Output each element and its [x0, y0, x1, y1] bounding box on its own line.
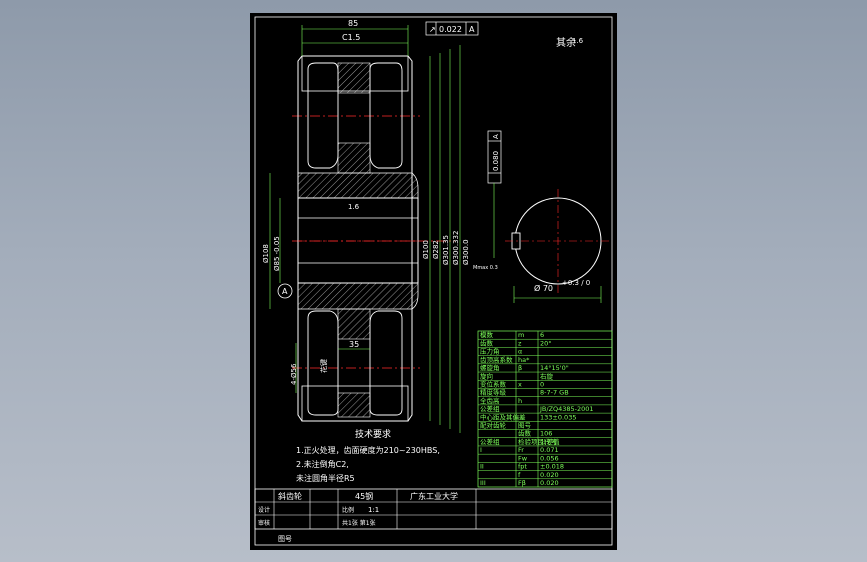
- dim-dia-a: Ø108: [262, 244, 270, 263]
- gear-table-cell: JB/ZQ4385-2001: [539, 405, 594, 413]
- sheet-count: 共1张 第1张: [342, 519, 376, 527]
- gear-table-cell: 齿顶高系数: [480, 355, 513, 364]
- tech-req-line-3: 未注圆角半径R5: [296, 473, 355, 483]
- gear-table-cell: 图号: [518, 422, 532, 430]
- dim-hole: 4-Ø56: [290, 363, 298, 385]
- runout-tolerance-frame: ↗ 0.022 A: [425, 21, 479, 36]
- runout-datum: A: [469, 25, 475, 34]
- gear-table-cell: 106: [540, 430, 552, 438]
- gear-table-cell: 精度等级: [480, 388, 507, 397]
- datum-a-marker: A: [277, 283, 293, 299]
- gear-section-view: [292, 55, 455, 422]
- dimension-texts: 85 C1.5 35 Ø108 Ø85 -0.05 Ø100 Ø282 Ø301…: [262, 19, 470, 385]
- gear-table-cell: 齿数: [480, 338, 494, 347]
- keyway-width: Ø 70: [534, 283, 553, 293]
- gear-table-cell: 133±0.035: [540, 413, 576, 421]
- tech-req-title: 技术要求: [355, 428, 391, 440]
- gear-table-cell: 0.056: [540, 454, 559, 462]
- dim-dia-e: Ø300.0: [462, 239, 470, 265]
- keyway-side-view: Ø 70 +0.3 / 0 0.080 A Mmax 0.3: [473, 130, 612, 303]
- dim-chamfer: C1.5: [342, 33, 360, 42]
- material: 45钢: [355, 491, 373, 501]
- gear-table-cell: 8-7-7 GB: [540, 389, 569, 397]
- outer-border: [254, 16, 613, 546]
- keyway-tol-value: 0.080: [492, 151, 500, 171]
- gear-table-cell: 中心距及其偏差: [480, 412, 526, 421]
- gear-table-cell: 0.020: [540, 471, 559, 479]
- gear-parameter-table: 模数 m 6 齿数 z 20° 压力角 α 齿顶高系数 ha* 螺旋角 β 14°15'0" 旋向 右旋变位…: [477, 330, 613, 488]
- keyway-width-tol: +0.3 / 0: [562, 279, 590, 287]
- school-name: 广东工业大学: [410, 491, 458, 501]
- dim-bore: Ø100: [422, 240, 430, 259]
- gear-table-cell: fpt: [518, 463, 527, 471]
- dim-dia-d: Ø300.332: [452, 231, 460, 265]
- scale-label: 比例: [342, 506, 354, 514]
- gear-table-cell: 全齿高: [480, 396, 500, 405]
- gear-table-cell: 0.020: [540, 479, 559, 487]
- dimension-lines: [269, 25, 461, 433]
- gear-table-cell: 6: [540, 331, 544, 339]
- gear-table-cell: ha*: [518, 356, 530, 364]
- gear-table-cell: 检验项目代号: [518, 437, 558, 446]
- keyseat-note: Mmax 0.3: [473, 265, 498, 271]
- gear-table-cell: z: [518, 339, 522, 347]
- technical-requirements: 技术要求 1.正火处理，齿面硬度为210~230HBS, 2.未注倒角C2, 未…: [296, 428, 440, 483]
- gear-table-cell: 配对齿轮: [480, 421, 507, 430]
- gear-table-cell: 0.071: [540, 446, 559, 454]
- gear-table-cell: ±0.018: [540, 463, 564, 471]
- tech-req-line-1: 1.正火处理，齿面硬度为210~230HBS,: [296, 445, 440, 455]
- roughness-other-label: 其余: [556, 36, 576, 49]
- part-name: 斜齿轮: [278, 491, 302, 501]
- gear-table-cell: 14°15'0": [540, 364, 569, 372]
- gear-table-cell: II: [480, 463, 484, 471]
- gear-table-cell: 压力角: [480, 347, 500, 356]
- gear-table-cell: f: [518, 471, 521, 479]
- gear-table-cell: h: [518, 397, 522, 405]
- gear-table-cell: Fr: [518, 446, 524, 454]
- dim-bore-tol: Ø85 -0.05: [273, 236, 281, 271]
- gear-table-cell: 变位系数: [480, 379, 507, 388]
- gear-table-cell: 公差组: [480, 404, 500, 413]
- svg-text:↗: ↗: [429, 25, 436, 34]
- dim-dia-c: Ø301.35: [442, 235, 450, 265]
- gear-table-cell: β: [518, 364, 522, 372]
- runout-value: 0.022: [439, 25, 462, 34]
- scale-value: 1:1: [368, 506, 379, 514]
- gear-table-cell: α: [518, 348, 522, 356]
- gear-table-cell: 齿数: [518, 429, 532, 438]
- gear-table-cell: 模数: [480, 330, 494, 339]
- gear-table-cell: 螺旋角: [480, 363, 500, 372]
- drawing-number-label: 图号: [278, 535, 292, 543]
- gear-table-cell: 公差组: [480, 437, 500, 446]
- dim-width-hub: 35: [349, 340, 359, 349]
- gear-table-cell: Fw: [518, 454, 528, 462]
- gear-table-cell: 0: [540, 380, 544, 388]
- dim-dia-b: Ø282: [432, 240, 440, 259]
- tech-req-line-2: 2.未注倒角C2,: [296, 459, 349, 469]
- datum-letter: A: [282, 287, 288, 296]
- dim-width-top: 85: [348, 19, 358, 28]
- keyway-tol-datum: A: [492, 134, 500, 139]
- dim-hub-label: 花键: [319, 359, 328, 373]
- title-block: 斜齿轮 设计 审核 45钢 比例 1:1 共1张 第1张 广东工业大学 图号: [254, 488, 613, 543]
- gear-table-cell: x: [518, 380, 522, 388]
- drawing-sheet: ↗ 0.022 A 85 C1.5 35 Ø108 Ø85 -0.05 Ø100…: [250, 13, 617, 550]
- gear-table-cell: Fβ: [518, 479, 526, 487]
- checker-label: 审核: [258, 519, 270, 527]
- gear-table-cell: m: [518, 331, 524, 339]
- gear-table-cell: I: [480, 446, 482, 454]
- gear-drawing: ↗ 0.022 A 85 C1.5 35 Ø108 Ø85 -0.05 Ø100…: [254, 16, 613, 546]
- gear-table-cell: III: [480, 479, 486, 487]
- roughness-bore: 1.6: [348, 203, 360, 211]
- roughness-main-value: 1.6: [572, 37, 584, 45]
- designer-label: 设计: [258, 506, 270, 514]
- gear-table-cell: 20°: [540, 339, 552, 347]
- gear-table-cell: 右旋: [540, 371, 554, 380]
- gear-table-cell: 旋向: [480, 371, 493, 380]
- gear-table-cell: 公差值: [540, 437, 560, 446]
